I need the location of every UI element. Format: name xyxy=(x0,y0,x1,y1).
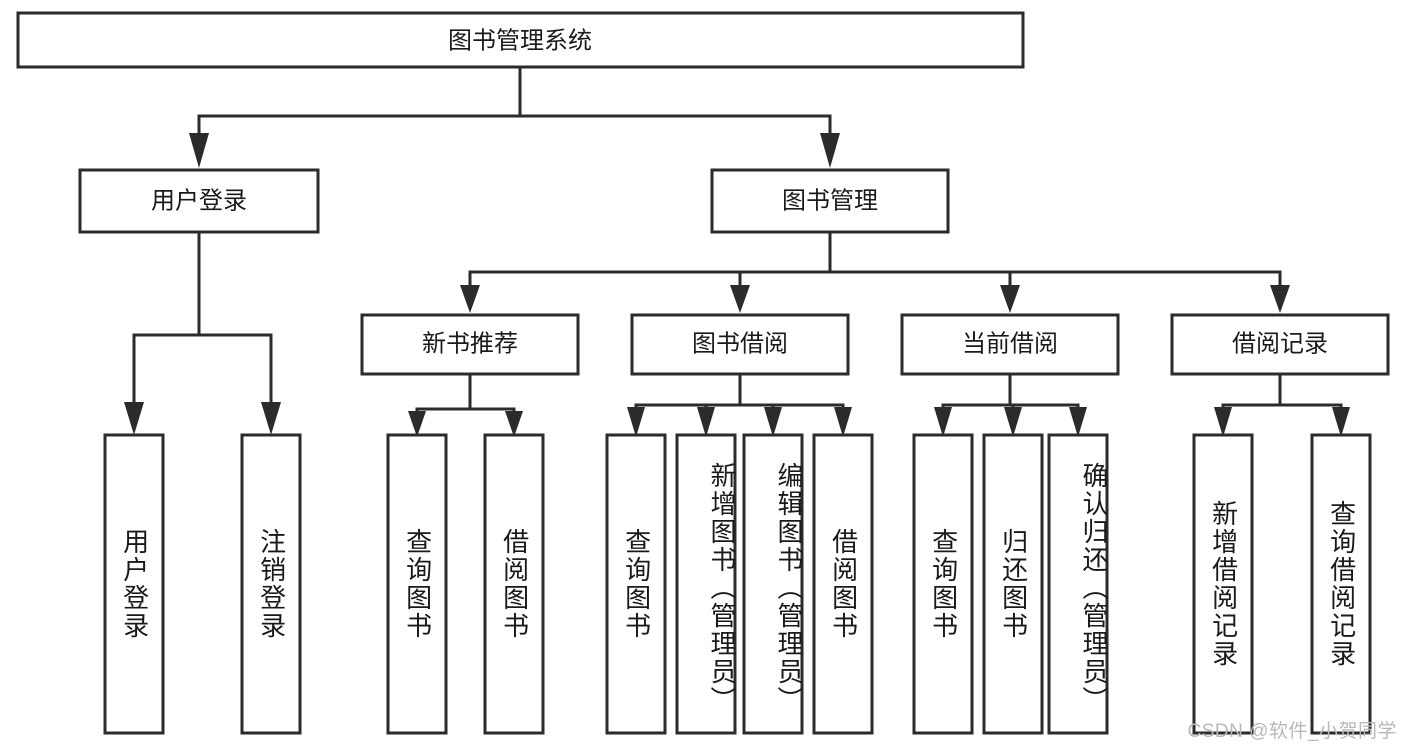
leaf-box-add-book-admin[interactable] xyxy=(675,433,737,735)
node-root-label: 图书管理系统 xyxy=(448,27,592,54)
arrow-head-icon xyxy=(460,285,480,313)
arrow-head-icon xyxy=(627,407,645,437)
arrow-head-icon xyxy=(1332,407,1350,437)
arrow-head-icon xyxy=(764,407,782,437)
node-user-login[interactable]: 用户登录 xyxy=(78,168,320,234)
node-current-borrow-label: 当前借阅 xyxy=(962,330,1058,357)
node-book-management[interactable]: 图书管理 xyxy=(710,168,950,234)
connector-book-management-to-level3 xyxy=(460,230,1290,313)
leaf-box-query-borrow-record[interactable] xyxy=(1310,433,1372,735)
connector-borrow-record-to-leaves xyxy=(1214,372,1350,437)
arrow-head-icon xyxy=(820,133,840,168)
arrow-head-icon xyxy=(261,402,281,435)
leaf-box-borrow-book-nb[interactable] xyxy=(483,433,545,735)
leaf-box-add-borrow-record[interactable] xyxy=(1192,433,1254,735)
csdn-watermark: CSDN @软件_小贺同学 xyxy=(1187,721,1397,742)
leaf-box-edit-book-admin[interactable] xyxy=(742,433,804,735)
node-borrow-record[interactable]: 借阅记录 xyxy=(1170,313,1390,376)
node-book-borrow[interactable]: 图书借阅 xyxy=(630,313,850,376)
node-new-book-recommend[interactable]: 新书推荐 xyxy=(360,313,580,376)
arrow-head-icon xyxy=(505,411,523,437)
node-current-borrow-box[interactable] xyxy=(900,313,1120,376)
arrow-head-icon xyxy=(697,407,715,437)
connector-current-borrow-to-leaves xyxy=(934,372,1087,437)
node-root[interactable]: 图书管理系统 xyxy=(16,11,1025,69)
leaf-box-borrow-book-bb[interactable] xyxy=(812,433,874,735)
arrow-head-icon xyxy=(1069,407,1087,437)
leaf-box-query-book-cb[interactable] xyxy=(912,433,974,735)
leaf-box-query-book-bb[interactable] xyxy=(605,433,667,735)
node-new-book-recommend-label: 新书推荐 xyxy=(422,330,518,357)
node-user-login-label: 用户登录 xyxy=(151,187,247,214)
connector-root-to-level2 xyxy=(189,65,840,168)
node-book-borrow-label: 图书借阅 xyxy=(692,330,788,357)
arrow-head-icon xyxy=(730,285,750,313)
connector-book-borrow-to-leaves xyxy=(627,372,852,437)
arrow-head-icon xyxy=(834,407,852,437)
node-book-management-box[interactable] xyxy=(710,168,950,234)
arrow-head-icon xyxy=(1000,285,1020,313)
arrow-head-icon xyxy=(934,407,952,437)
arrow-head-icon xyxy=(189,133,209,168)
connector-user-login-to-leaves xyxy=(124,230,281,435)
node-book-borrow-box[interactable] xyxy=(630,313,850,376)
arrow-head-icon xyxy=(124,402,144,435)
leaf-box-logout[interactable] xyxy=(240,433,302,735)
arrow-head-icon xyxy=(1004,407,1022,437)
leaf-box-confirm-return-admin[interactable] xyxy=(1047,433,1109,735)
node-borrow-record-label: 借阅记录 xyxy=(1232,330,1328,357)
node-book-management-label: 图书管理 xyxy=(782,187,878,214)
node-borrow-record-box[interactable] xyxy=(1170,313,1390,376)
node-root-box[interactable] xyxy=(16,11,1025,69)
connector-new-book-to-leaves xyxy=(408,372,523,437)
node-current-borrow[interactable]: 当前借阅 xyxy=(900,313,1120,376)
leaf-box-return-book[interactable] xyxy=(982,433,1044,735)
arrow-head-icon xyxy=(1214,407,1232,437)
arrow-head-icon xyxy=(1270,285,1290,313)
arrow-head-icon xyxy=(408,411,426,437)
leaf-box-user-login[interactable] xyxy=(103,433,165,735)
node-new-book-recommend-box[interactable] xyxy=(360,313,580,376)
leaf-box-query-book-nb[interactable] xyxy=(386,433,448,735)
